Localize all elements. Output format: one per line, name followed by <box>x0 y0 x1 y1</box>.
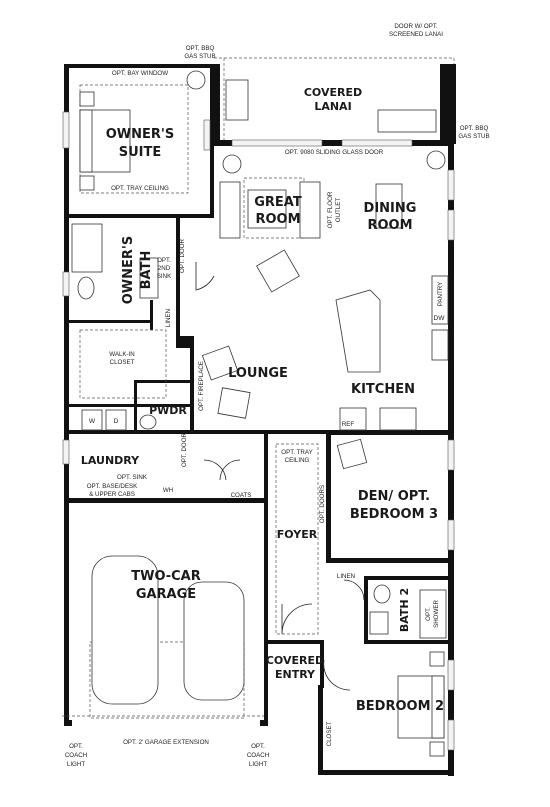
bbq-top-note-1: OPT. BBQ <box>186 45 215 52</box>
dining-room-label-1: DINING <box>364 201 417 216</box>
tray-ceiling-foyer-note-1: OPT. TRAY <box>281 449 312 456</box>
owners-bath-label-1: OWNER'S <box>121 236 136 305</box>
opt-shower-note-2: SHOWER <box>433 600 440 628</box>
foyer-label: FOYER <box>277 528 318 541</box>
garage-ext-note: OPT. 2' GARAGE EXTENSION <box>123 739 209 746</box>
washer-note: W <box>89 418 96 425</box>
opt-doors-note: OPT. DOORS <box>319 485 326 523</box>
dining-room-label-2: ROOM <box>367 218 412 233</box>
floor-outlet-note-1: OPT. FLOOR <box>327 191 334 228</box>
coach-left-note-2: COACH <box>65 752 87 759</box>
bbq-right-note-1: OPT. BBQ <box>460 125 489 132</box>
wh-note: WH <box>163 487 173 494</box>
sliding-door-note: OPT. 9080 SLIDING GLASS DOOR <box>285 149 384 156</box>
doors <box>195 262 365 691</box>
covered-entry-label-2: ENTRY <box>275 668 316 681</box>
garage-label-1: TWO-CAR <box>131 569 201 584</box>
walk-in-closet-note-1: WALK-IN <box>109 351 135 358</box>
opt-door-pwdr-note: OPT. DOOR <box>181 432 188 467</box>
room-labels: OWNER'S SUITE COVERED LANAI GREAT ROOM D… <box>81 86 444 714</box>
opt-shower-note-1: OPT. <box>425 607 432 621</box>
opt-door-bath-note: OPT. DOOR <box>179 238 186 273</box>
door-screened-note-1: DOOR W/ OPT. <box>394 23 438 30</box>
garage-label-2: GARAGE <box>136 587 196 602</box>
great-room-label-2: ROOM <box>255 212 300 227</box>
bay-window-note: OPT. BAY WINDOW <box>112 70 168 77</box>
coach-right-note-2: COACH <box>247 752 269 759</box>
furniture <box>71 70 449 757</box>
owners-suite-label-2: SUITE <box>119 145 162 160</box>
dw-note: DW <box>434 315 446 322</box>
owners-suite-label-1: OWNER'S <box>106 127 175 142</box>
bbq-right-note-2: GAS STUB <box>458 133 489 140</box>
walk-in-closet-note-2: CLOSET <box>110 359 135 366</box>
dryer-note: D <box>114 418 119 425</box>
optional-outlines <box>62 84 319 719</box>
pwdr-label: PWDR <box>149 404 187 417</box>
closet-note: CLOSET <box>326 721 333 746</box>
ref-note: REF <box>342 421 355 428</box>
second-sink-note-3: SINK <box>157 273 172 280</box>
door-screened-note-2: SCREENED LANAI <box>389 31 443 38</box>
base-desk-note-2: & UPPER CABS <box>89 491 135 498</box>
kitchen-label: KITCHEN <box>351 382 415 397</box>
great-room-label-1: GREAT <box>254 195 302 210</box>
covered-lanai-label-2: LANAI <box>314 100 351 113</box>
owners-bath-label-2: BATH <box>139 251 154 290</box>
second-sink-note-1: OPT. <box>157 257 171 264</box>
den-label-2: BEDROOM 3 <box>350 507 438 522</box>
plan-notes: OPT. BBQ GAS STUB DOOR W/ OPT. SCREENED … <box>65 23 490 768</box>
linen-bath2-note: LINEN <box>337 573 355 580</box>
coach-left-note-3: LIGHT <box>67 761 85 768</box>
linen-owner-note: LINEN <box>165 309 172 327</box>
lounge-label: LOUNGE <box>228 366 288 381</box>
covered-lanai-label-1: COVERED <box>304 86 362 99</box>
covered-entry-label-1: COVERED <box>266 654 324 667</box>
bbq-top-note-2: GAS STUB <box>184 53 215 60</box>
bedroom2-label: BEDROOM 2 <box>356 699 444 714</box>
opt-fireplace-note: OPT. FIREPLACE <box>198 361 205 411</box>
opt-sink-note: OPT. SINK <box>117 474 148 481</box>
pantry-note: PANTRY <box>437 282 444 307</box>
base-desk-note-1: OPT. BASE/DESK <box>87 483 138 490</box>
bath2-label: BATH 2 <box>398 588 411 632</box>
coats-note: COATS <box>231 492 252 499</box>
coach-right-note-3: LIGHT <box>249 761 267 768</box>
tray-ceiling-foyer-note-2: CEILING <box>285 457 310 464</box>
den-label-1: DEN/ OPT. <box>358 489 430 504</box>
second-sink-note-2: 2ND <box>158 265 171 272</box>
laundry-label: LAUNDRY <box>81 454 140 467</box>
coach-right-note-1: OPT. <box>251 743 265 750</box>
tray-ceiling-owner-note: OPT. TRAY CEILING <box>111 185 169 192</box>
windows <box>62 111 455 751</box>
coach-left-note-1: OPT. <box>69 743 83 750</box>
floor-outlet-note-2: OUTLET <box>335 198 342 223</box>
